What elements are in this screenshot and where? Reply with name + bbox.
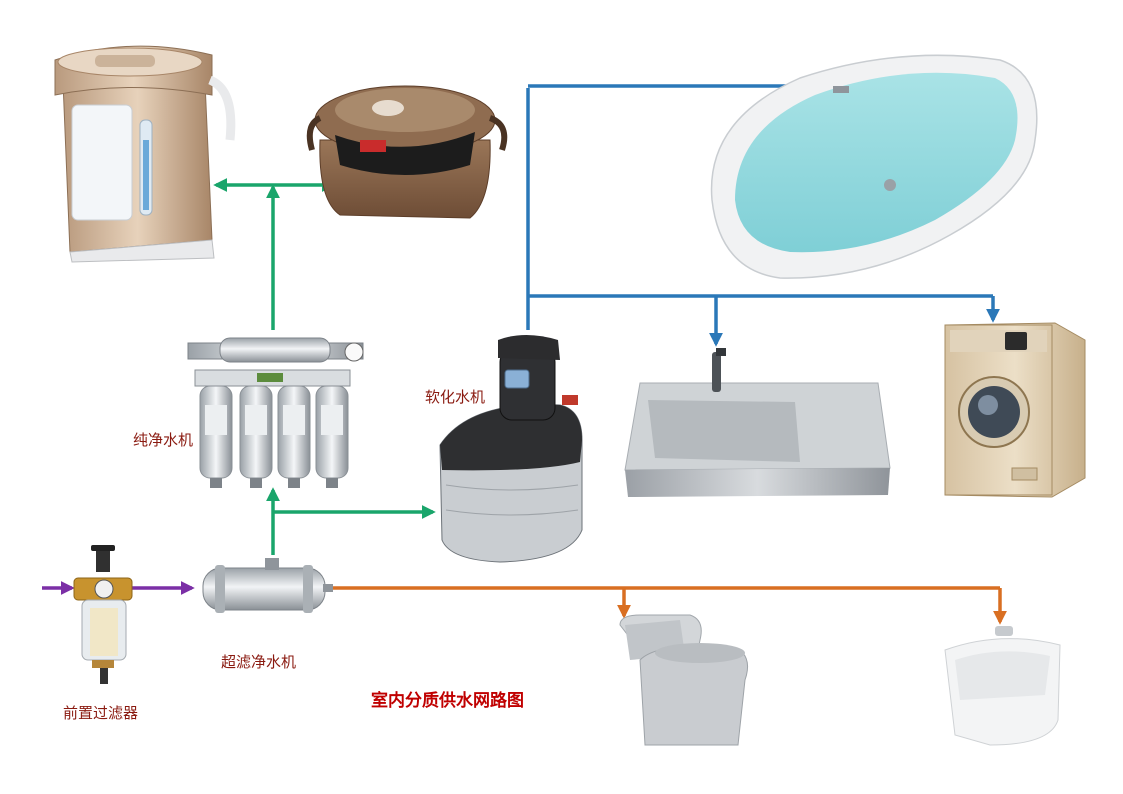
washing-machine-icon [944,322,1086,498]
prefilter-icon [73,545,133,684]
label-softener: 软化水机 [425,388,486,406]
toilet-icon [619,614,749,746]
label-ultrafilter: 超滤净水机 [221,653,297,671]
pure-water-pipes [213,178,436,555]
label-purifier: 纯净水机 [133,431,194,449]
rice-cooker-icon [306,85,508,219]
ultrafilter-water-pipes [330,586,1007,625]
softener-icon [439,335,583,563]
ro-purifier-icon [187,337,364,488]
bathtub-icon [710,54,1038,279]
label-prefilter: 前置过滤器 [63,704,139,722]
mop-basin-icon [944,626,1061,746]
thermo-pot-icon [54,45,236,263]
ultrafilter-icon [202,558,333,613]
sink-icon [624,348,891,497]
diagram-title: 室内分质供水网路图 [371,691,524,711]
